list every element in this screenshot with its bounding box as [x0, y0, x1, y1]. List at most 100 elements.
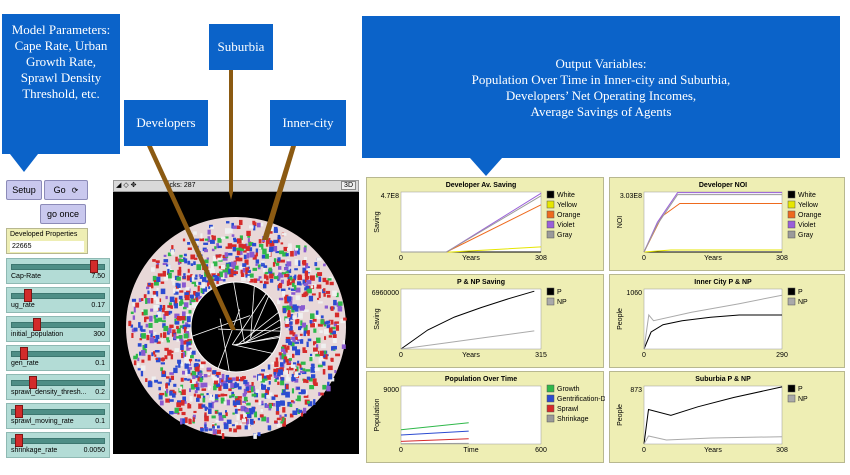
agent: [137, 368, 143, 371]
agent: [283, 246, 288, 252]
agent: [315, 267, 320, 271]
agent: [138, 322, 141, 328]
agent: [312, 378, 317, 384]
agent: [306, 268, 312, 273]
callout-suburbia-text: Suburbia: [217, 39, 265, 54]
slider-knob[interactable]: [28, 376, 37, 389]
agent: [182, 320, 185, 324]
agent: [236, 238, 242, 244]
slider-knob[interactable]: [33, 318, 41, 331]
agent: [297, 360, 300, 364]
view-control-icons[interactable]: ◢ ◇ ✥: [116, 182, 137, 189]
agent: [130, 311, 134, 315]
agent: [262, 236, 265, 242]
agent: [292, 315, 297, 319]
agent: [140, 370, 144, 377]
agent: [331, 330, 336, 335]
slider-knob[interactable]: [15, 434, 24, 447]
agent: [191, 350, 196, 355]
agent: [220, 393, 225, 397]
agent: [290, 364, 296, 368]
agent: [183, 340, 186, 345]
agent: [176, 338, 180, 342]
slider-knob[interactable]: [90, 260, 99, 273]
agent: [313, 347, 318, 352]
agent: [247, 390, 252, 393]
agent: [258, 399, 262, 406]
agent: [252, 220, 256, 224]
agent: [165, 295, 168, 300]
plot-title: Developer Av. Saving: [446, 182, 517, 189]
agent: [286, 345, 290, 350]
agent: [186, 316, 191, 323]
slider-4[interactable]: sprawl_density_thresh...0.2: [6, 374, 110, 400]
agent: [261, 417, 266, 421]
agent: [289, 413, 294, 418]
agent: [255, 263, 258, 266]
agent: [147, 290, 150, 295]
legend-label: Orange: [798, 212, 821, 219]
agent: [294, 259, 298, 266]
3d-button[interactable]: 3D: [341, 181, 356, 190]
agent: [279, 250, 285, 255]
go-once-button[interactable]: go once: [40, 204, 86, 224]
agent: [286, 261, 292, 267]
agent: [286, 305, 292, 310]
agent: [212, 376, 217, 381]
agent: [187, 354, 192, 359]
setup-button[interactable]: Setup: [6, 180, 42, 200]
legend-swatch: [546, 414, 555, 423]
agent: [334, 370, 337, 374]
agent: [296, 363, 301, 366]
slider-knob[interactable]: [24, 289, 33, 302]
agent: [179, 386, 183, 391]
callout-developers: Developers: [124, 100, 208, 146]
agent: [249, 247, 253, 252]
agent: [211, 269, 215, 274]
agent: [156, 276, 161, 283]
agent: [164, 391, 168, 397]
agent: [234, 265, 239, 270]
world-view[interactable]: [113, 192, 359, 454]
agent: [269, 226, 275, 232]
agent: [285, 253, 289, 257]
agent: [306, 376, 311, 380]
agent: [209, 394, 213, 401]
agent: [253, 433, 257, 439]
legend-swatch: [546, 230, 555, 239]
go-button[interactable]: Go ⟳: [44, 180, 88, 200]
agent: [179, 325, 183, 328]
agent: [224, 272, 228, 278]
agent: [285, 377, 291, 382]
agent: [184, 417, 188, 423]
legend-label: White: [557, 192, 575, 199]
agent: [178, 266, 182, 273]
agent: [287, 312, 291, 318]
agent: [246, 419, 249, 425]
inner-city-road: [237, 311, 279, 346]
agent: [277, 257, 281, 262]
slider-value: 0.2: [95, 389, 105, 396]
agent: [280, 377, 285, 381]
agent: [294, 274, 297, 279]
agent: [193, 261, 196, 266]
agent: [198, 274, 201, 277]
agent: [258, 276, 262, 279]
agent: [235, 400, 241, 405]
agent: [164, 311, 169, 316]
plot-title: Inner City P & NP: [694, 279, 752, 286]
legend-swatch: [546, 220, 555, 229]
slider-knob[interactable]: [15, 405, 24, 418]
slider-knob[interactable]: [19, 347, 28, 360]
series-line-p: [643, 386, 783, 445]
agent: [310, 313, 315, 319]
agent: [178, 362, 183, 367]
agent: [179, 254, 183, 258]
